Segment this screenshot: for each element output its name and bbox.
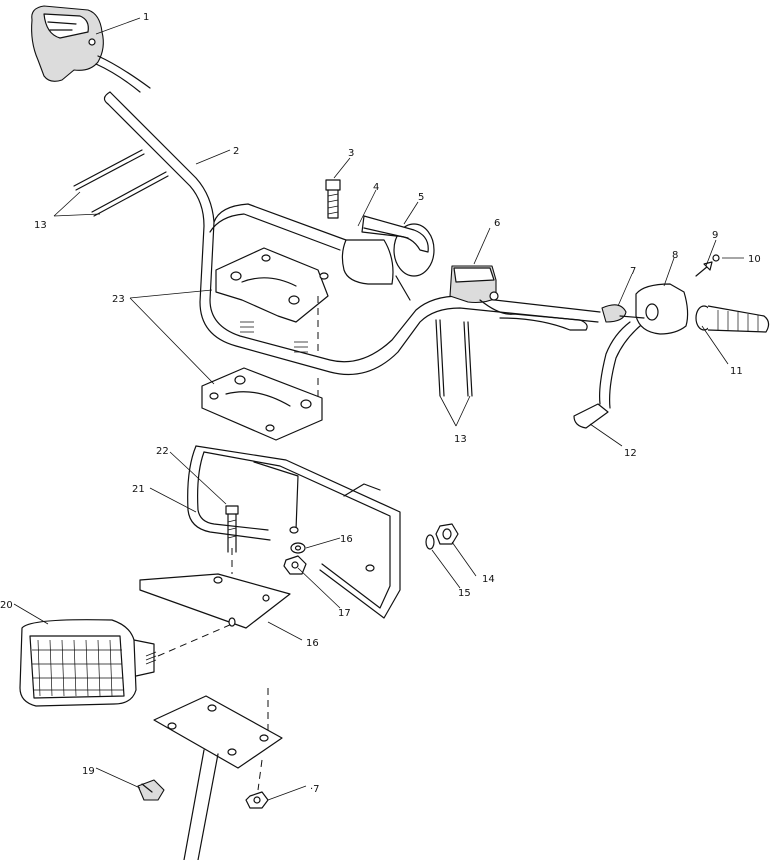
cable-ties xyxy=(73,149,473,397)
callout-13-center: 13 xyxy=(454,434,467,445)
callout-13-left: 13 xyxy=(34,220,47,231)
brake-master-cylinder xyxy=(449,265,588,331)
clip-19 xyxy=(137,779,165,801)
callout-5: 5 xyxy=(418,192,424,203)
washer-16 xyxy=(290,542,306,554)
callout-6: 6 xyxy=(494,218,500,229)
mounting-plate xyxy=(139,548,291,629)
callout-14: 14 xyxy=(482,574,495,585)
callout-16-lower: 16 xyxy=(306,638,319,649)
callout-2: 2 xyxy=(233,146,239,157)
nut-14 xyxy=(435,523,459,545)
callout-3: 3 xyxy=(348,148,354,159)
callout-8: 8 xyxy=(672,250,678,261)
screw-9 xyxy=(695,261,713,277)
leader-lines xyxy=(13,17,744,801)
grip xyxy=(695,305,770,333)
callout-23: 23 xyxy=(112,294,125,305)
right-switch-housing xyxy=(573,283,689,429)
callout-1: 1 xyxy=(143,12,149,23)
callout-19: 19 xyxy=(82,766,95,777)
callout-22: 22 xyxy=(156,446,169,457)
callout-9: 9 xyxy=(712,230,718,241)
callout-labels: 1 2 3 4 5 6 7 8 9 10 11 12 13 13 14 15 1… xyxy=(0,12,761,795)
callout-17-lower: ·7 xyxy=(310,784,320,795)
headlight xyxy=(19,619,233,707)
bolt-22 xyxy=(225,505,239,553)
bolt-3 xyxy=(325,179,341,219)
callout-4: 4 xyxy=(373,182,379,193)
callout-11: 11 xyxy=(730,366,743,377)
headlight-bracket-frame xyxy=(187,445,401,619)
callout-17-upper: 17 xyxy=(338,608,351,619)
washer-10 xyxy=(712,254,720,262)
switch-housing xyxy=(341,215,435,301)
callout-21: 21 xyxy=(132,484,145,495)
handlebar-clamp-lower xyxy=(201,367,323,441)
callout-16-upper: 16 xyxy=(340,534,353,545)
callout-12: 12 xyxy=(624,448,637,459)
throttle-housing xyxy=(31,5,151,93)
handlebar xyxy=(103,91,601,376)
callout-15: 15 xyxy=(458,588,471,599)
handlebar-clamp-upper xyxy=(215,247,329,323)
lower-bracket-plate xyxy=(153,688,283,861)
callout-7: 7 xyxy=(630,266,636,277)
callout-10: 10 xyxy=(748,254,761,265)
callout-20: 20 xyxy=(0,600,13,611)
nut-17-lower xyxy=(245,791,269,809)
nut-17 xyxy=(283,555,307,575)
washer-15 xyxy=(425,534,435,550)
